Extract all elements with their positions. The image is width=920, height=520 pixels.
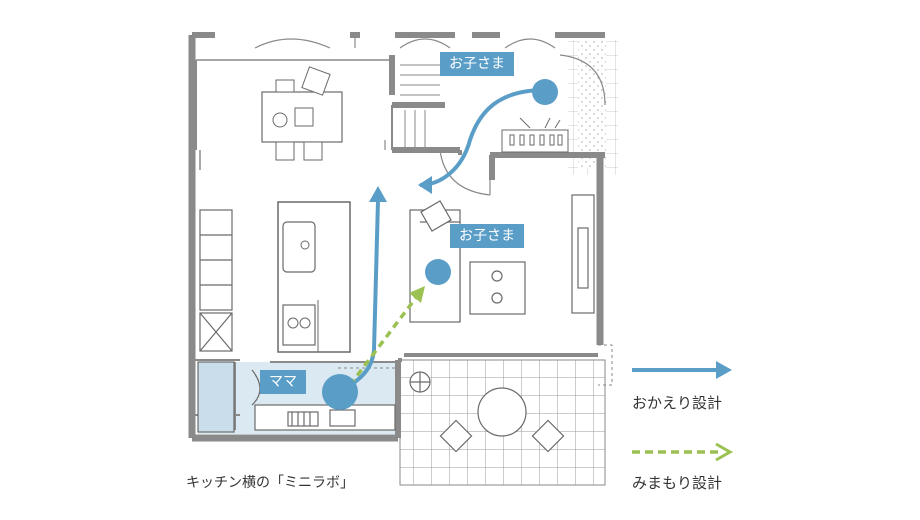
child-marker-mid (425, 259, 451, 285)
legend-dashed-arrow (632, 442, 734, 462)
legend-label-mimamori: みまもり設計 (632, 474, 723, 492)
mimamori-path (348, 293, 420, 387)
left-cabinets (199, 209, 233, 352)
kitchen-counter (277, 201, 351, 353)
living-furniture (409, 194, 595, 323)
legend-solid-arrow (632, 361, 732, 379)
child-label-mid: お子さま (450, 224, 524, 248)
lab-desk (197, 361, 396, 433)
caption: キッチン横の「ミニラボ」 (186, 475, 354, 491)
okaeri-path (419, 88, 546, 187)
mama-marker (322, 374, 358, 410)
legend-label-okaeri: おかえり設計 (632, 394, 723, 412)
door-swings (254, 35, 606, 196)
shoe-shelf (501, 117, 569, 153)
terrace-furniture (409, 371, 565, 453)
mama-label: ママ (260, 370, 306, 394)
child-marker-top (532, 79, 558, 105)
child-label-top: お子さま (440, 52, 514, 76)
walls (188, 32, 605, 442)
dining-table (261, 66, 343, 161)
